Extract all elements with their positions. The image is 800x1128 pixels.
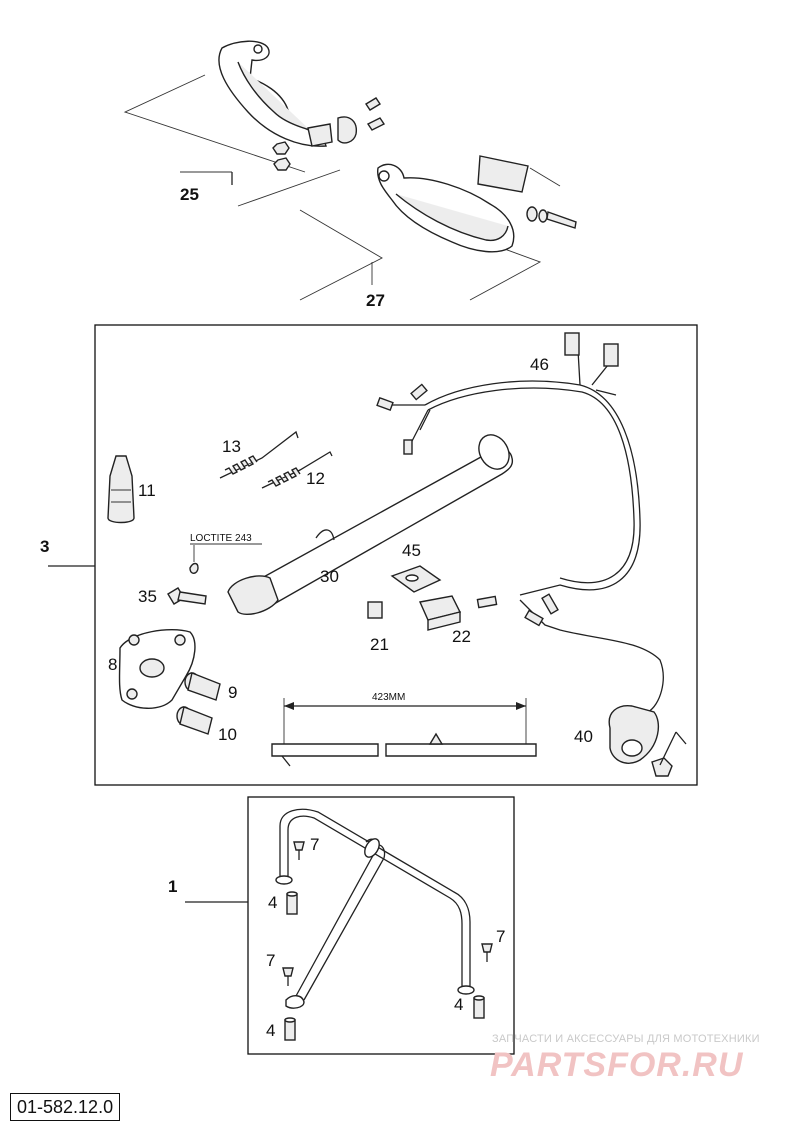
screw-7-left <box>282 967 294 986</box>
spring-13 <box>219 430 299 479</box>
callout-35: 35 <box>138 587 157 606</box>
spacer-4-upper <box>286 891 298 915</box>
callout-30: 30 <box>320 567 339 586</box>
hand-guard-right-group <box>299 155 577 301</box>
bracket-45 <box>390 565 442 593</box>
bracket-plate-8 <box>118 629 196 709</box>
watermark-brand: PARTSFOR.RU <box>490 1046 744 1084</box>
screw-7-right <box>481 943 493 962</box>
callout-4-lower: 4 <box>266 1021 275 1040</box>
bolt-35 <box>167 545 207 605</box>
callout-45: 45 <box>402 541 421 560</box>
callout-7-right: 7 <box>496 927 505 946</box>
callout-11: 11 <box>138 481 156 500</box>
kit-frame-1 <box>247 796 515 1055</box>
loctite-note: LOCTITE 243 <box>190 533 252 544</box>
watermark-caption: ЗАПЧАСТИ И АКСЕССУАРЫ ДЛЯ МОТОТЕХНИКИ <box>492 1033 760 1045</box>
hand-guard-left-group <box>123 40 386 207</box>
callout-25: 25 <box>180 185 199 204</box>
switch-22 <box>419 595 462 631</box>
relay-21 <box>367 601 383 619</box>
spacer-4-lower <box>284 1017 296 1041</box>
callout-27: 27 <box>366 291 385 310</box>
callout-4-right: 4 <box>454 995 463 1014</box>
crash-bar-1 <box>275 808 475 1009</box>
callout-3: 3 <box>40 537 49 556</box>
callout-7-upper: 7 <box>310 835 319 854</box>
document-code: 01-582.12.0 <box>10 1093 121 1121</box>
screw-7-upper <box>293 841 305 860</box>
dimension-label: 423MM <box>372 692 405 703</box>
side-stand-30 <box>227 434 514 616</box>
callout-1: 1 <box>168 877 177 896</box>
callout-8: 8 <box>108 655 117 674</box>
callout-40: 40 <box>574 727 593 746</box>
callout-22: 22 <box>452 627 471 646</box>
wiring-harness <box>376 332 687 777</box>
callout-9: 9 <box>228 683 237 702</box>
kit-frame-3 <box>94 324 698 786</box>
callout-12: 12 <box>306 469 325 488</box>
bolt-10 <box>176 706 213 735</box>
callout-4-upper: 4 <box>268 893 277 912</box>
bolt-9 <box>184 672 221 701</box>
callout-10: 10 <box>218 725 237 744</box>
spring-12 <box>261 451 333 489</box>
callout-46: 46 <box>530 355 549 374</box>
callout-7-left: 7 <box>266 951 275 970</box>
callout-13: 13 <box>222 437 241 456</box>
rod-423mm <box>271 698 537 767</box>
loctite-bottle-11 <box>107 455 135 524</box>
callout-21: 21 <box>370 635 389 654</box>
spacer-4-right <box>473 995 485 1019</box>
